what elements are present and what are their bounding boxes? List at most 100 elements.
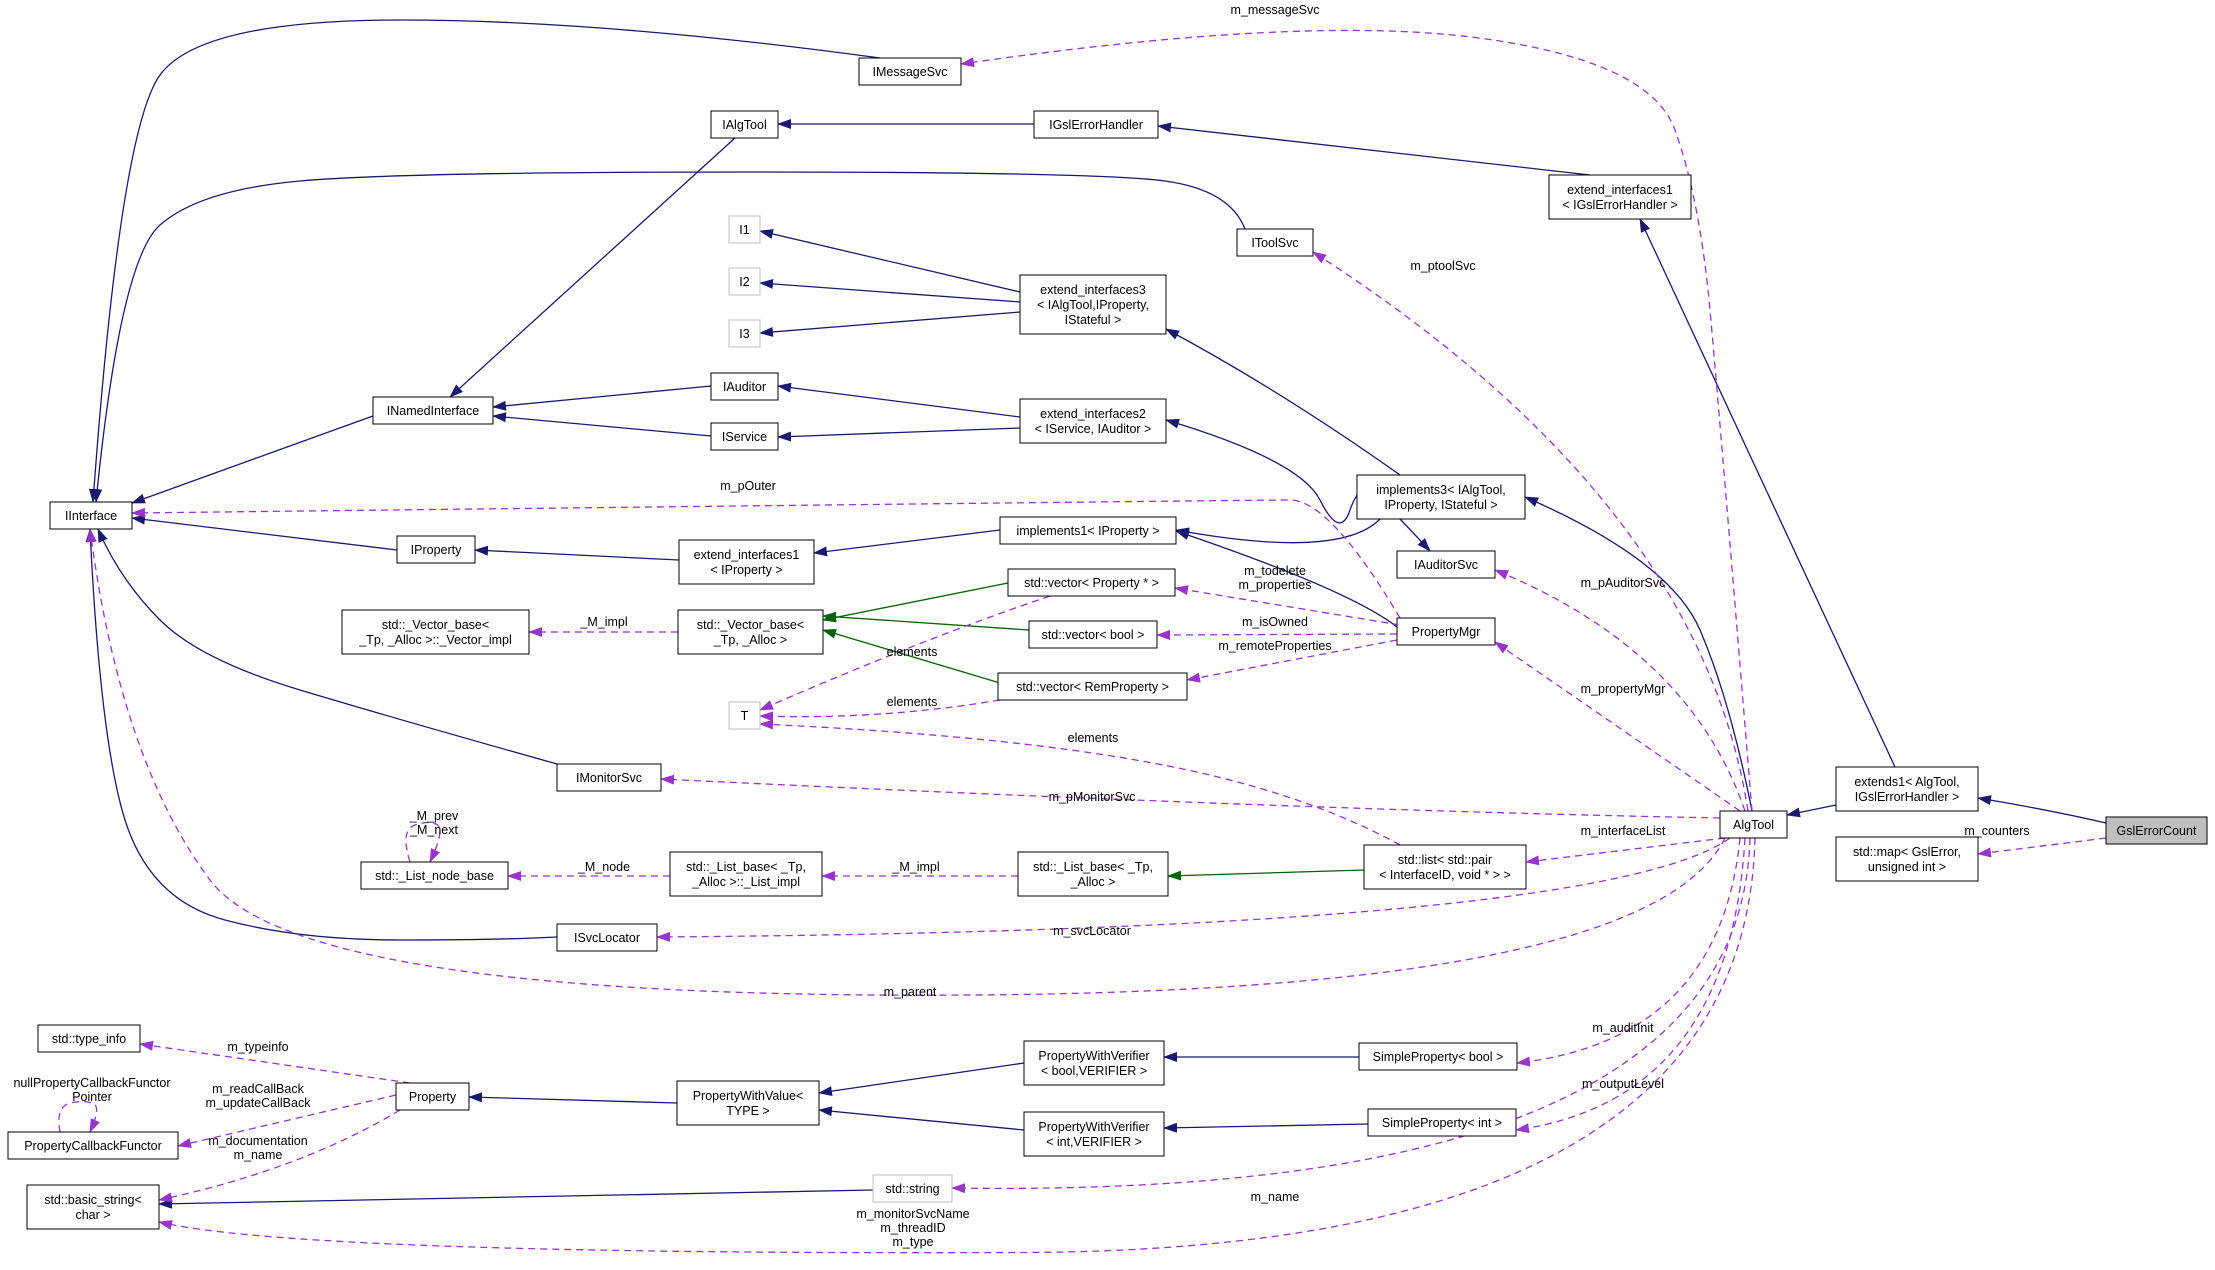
edge-label-text: Pointer [72,1090,112,1104]
node-i1[interactable]: I1 [728,215,761,244]
node-extend-interfaces2[interactable]: extend_interfaces2< IService, IAuditor > [1019,398,1167,444]
node-label: T [741,709,749,723]
node-inamed-interface[interactable]: INamedInterface [372,396,494,425]
node-implements1[interactable]: implements1< IProperty > [999,516,1177,545]
node-vector-base-impl[interactable]: std::_Vector_base<_Tp, _Alloc >::_Vector… [341,609,530,655]
node-i2[interactable]: I2 [728,267,761,296]
node-label: I1 [739,223,749,237]
node-list-base[interactable]: std::_List_base< _Tp,_Alloc > [1017,851,1169,897]
edge-label-text: m_monitorSvcName [856,1207,969,1221]
node-igsl-error-handler[interactable]: IGslErrorHandler [1033,110,1159,139]
node-property[interactable]: Property [395,1082,470,1111]
edge-use-pouter [131,499,1401,619]
node-vecrem[interactable]: std::vector< RemProperty > [997,672,1188,701]
edge-use-propertymgr [1494,641,1741,812]
node-gsl-error-count[interactable]: GslErrorCount [2105,816,2208,845]
node-list-node-base[interactable]: std::_List_node_base [360,861,509,890]
node-vecbool[interactable]: std::vector< bool > [1028,620,1158,649]
edge-inh-property-pwv [468,1092,678,1104]
node-label: SimpleProperty< bool > [1373,1050,1504,1064]
node-label: _Tp, _Alloc >::_Vector_impl [358,633,512,647]
node-iauditor[interactable]: IAuditor [710,372,779,401]
edge-label-m-property-mgr: m_propertyMgr [1581,682,1666,696]
edge-use-typeinfo [139,1040,411,1084]
node-iauditor-svc[interactable]: IAuditorSvc [1396,550,1496,579]
node-ialg-tool[interactable]: IAlgTool [710,110,779,139]
node-simple-property-bool[interactable]: SimpleProperty< bool > [1358,1042,1518,1071]
edge-label-text: m_todelete [1244,564,1306,578]
node-iservice[interactable]: IService [710,422,779,451]
edge-label-text: m_typeinfo [227,1040,288,1054]
node-label: I3 [739,327,749,341]
node-label: implements3< IAlgTool, [1376,483,1506,497]
node-label: < IAlgTool,IProperty, [1037,298,1149,312]
node-label: std::_Vector_base< [697,618,804,632]
edge-inh-iauditor-inamed [492,385,712,411]
edge-use-counters [1977,837,2107,858]
node-imessage-svc[interactable]: IMessageSvc [858,57,962,86]
node-t[interactable]: T [728,701,761,730]
node-imonitor-svc[interactable]: IMonitorSvc [556,763,662,792]
node-extend-interfaces1-prop[interactable]: extend_interfaces1< IProperty > [678,539,815,585]
edge-label-text: m_name [234,1148,283,1162]
edge-label-text: m_messageSvc [1231,3,1320,17]
edge-label-m-message-svc: m_messageSvc [1231,3,1320,17]
node-isvc-locator[interactable]: ISvcLocator [556,923,658,952]
edge-label-text: _M_prev [409,809,459,823]
node-iproperty[interactable]: IProperty [396,535,476,564]
node-extend-interfaces3[interactable]: extend_interfaces3< IAlgTool,IProperty,I… [1019,274,1167,335]
edge-label-elements-2: elements [887,695,938,709]
edge-label-m-svc-locator: m_svcLocator [1053,924,1131,938]
edge-inh-implements3-iauditorsvc [1399,518,1431,552]
edge-label-text: m_pAuditorSvc [1581,576,1666,590]
node-label: IInterface [65,509,117,523]
edge-inh-extif3-i1 [759,229,1021,293]
edge-label-m-p-outer: m_pOuter [720,479,776,493]
node-label: IService [722,430,767,444]
node-extend-interfaces1-gsl[interactable]: extend_interfaces1< IGslErrorHandler > [1548,174,1692,220]
node-stdmap[interactable]: std::map< GslError,unsigned int > [1835,836,1979,882]
node-iinterface[interactable]: IInterface [49,501,133,530]
edge-use-mnode-self [405,821,441,863]
node-extends1[interactable]: extends1< AlgTool,IGslErrorHandler > [1835,766,1979,812]
node-pwv-int[interactable]: PropertyWithVerifier< int,VERIFIER > [1023,1111,1165,1157]
node-label: std::vector< RemProperty > [1016,680,1169,694]
edge-label-m-prev-next: _M_prev_M_next [409,809,459,837]
edge-use-ptoolsvc [1312,251,1749,812]
edge-inh-implements3-extif3 [1165,328,1401,476]
node-vecprop[interactable]: std::vector< Property * > [1007,568,1176,597]
edge-inh-pwvbool-pwv [818,1062,1025,1097]
node-vector-base[interactable]: std::_Vector_base<_Tp, _Alloc > [677,609,824,655]
node-stdstring[interactable]: std::string [872,1174,953,1203]
node-itool-svc[interactable]: IToolSvc [1236,228,1314,257]
edge-label-m-counters: m_counters [1964,824,2029,838]
node-label: extend_interfaces1 [694,548,800,562]
edge-use-auditinit [1516,837,1741,1067]
node-alg-tool[interactable]: AlgTool [1719,810,1788,839]
node-label: std::_List_base< _Tp, [686,860,806,874]
edge-label-text: m_pMonitorSvc [1049,790,1136,804]
node-implements3[interactable]: implements3< IAlgTool,IProperty, IStatef… [1356,474,1526,520]
node-property-with-value[interactable]: PropertyWithValue<TYPE > [676,1080,820,1126]
node-label: std::list< std::pair [1398,853,1492,867]
edge-inh-extif3-i2 [759,278,1021,303]
node-stdlist[interactable]: std::list< std::pair< InterfaceID, void … [1363,844,1527,890]
node-basic-string[interactable]: std::basic_string<char > [26,1184,160,1230]
node-pwv-bool[interactable]: PropertyWithVerifier< bool,VERIFIER > [1023,1040,1165,1086]
node-type-info[interactable]: std::type_info [37,1024,141,1053]
node-label: std::string [885,1182,939,1196]
edge-inh-extif1gsl-igsl [1157,122,1591,176]
node-property-mgr[interactable]: PropertyMgr [1396,617,1496,646]
node-i3[interactable]: I3 [728,319,761,348]
node-label: GslErrorCount [2117,824,2197,838]
node-simple-property-int[interactable]: SimpleProperty< int > [1367,1108,1517,1137]
node-label: _Alloc >::_List_impl [691,875,800,889]
edge-tpl-stdlist-lb [1167,869,1365,881]
node-list-base-impl[interactable]: std::_List_base< _Tp,_Alloc >::_List_imp… [669,851,823,897]
node-label: std::basic_string< [44,1193,142,1207]
edge-label-m-p-monitor-svc: m_pMonitorSvc [1049,790,1136,804]
node-property-callback-functor[interactable]: PropertyCallbackFunctor [7,1131,179,1160]
